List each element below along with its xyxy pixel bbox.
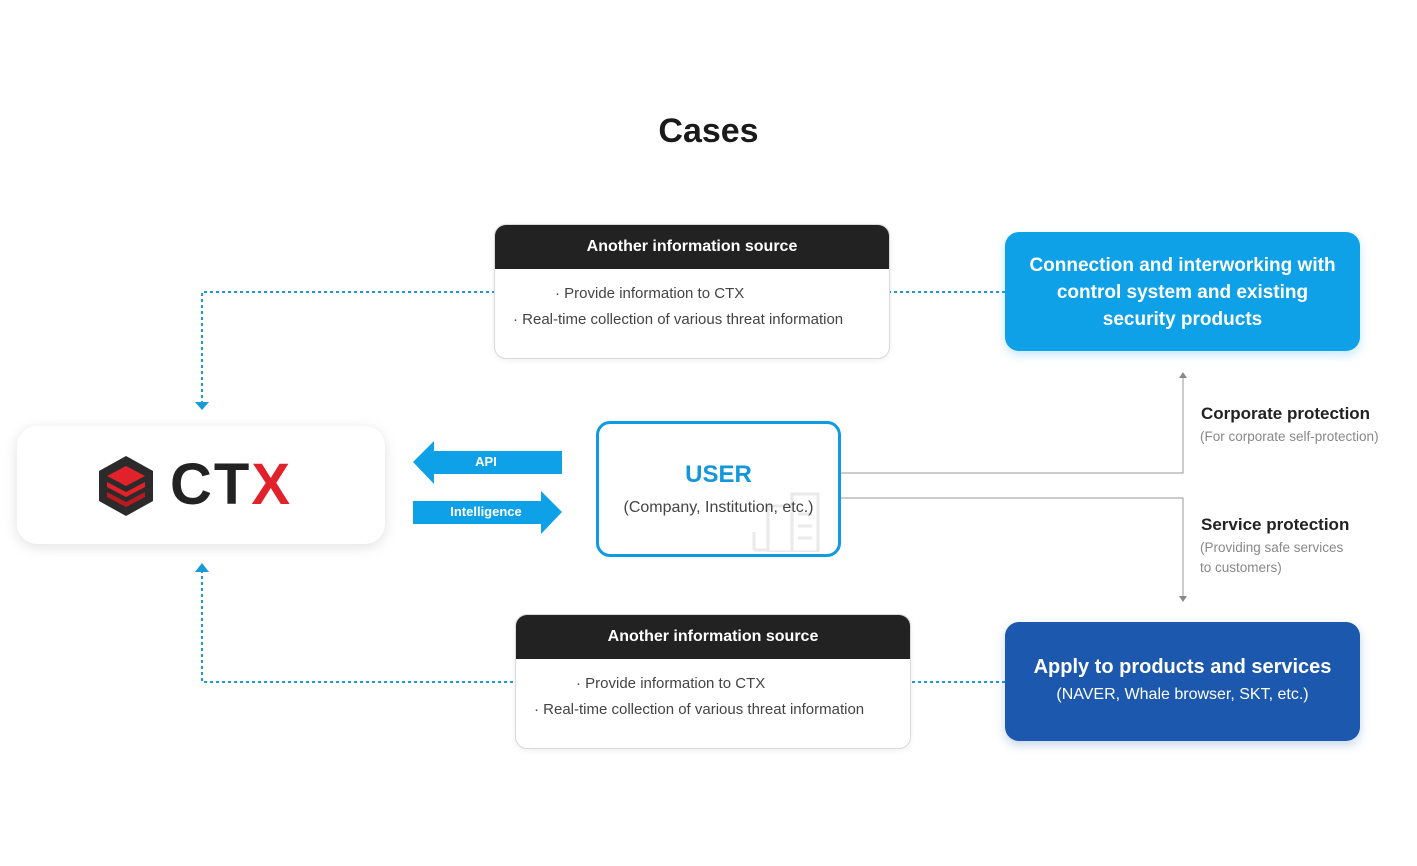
ctx-logo-text: CTX	[170, 454, 292, 516]
top-info-bullet-2: · Real-time collection of various threat…	[513, 311, 844, 328]
ctx-logo-ct: CT	[170, 452, 252, 517]
intelligence-arrow	[413, 491, 562, 534]
top-info-bullet-1: · Provide information to CTX	[555, 285, 745, 302]
top-dotted-connector	[201, 291, 1005, 402]
bottom-dotted-arrowhead	[195, 563, 209, 572]
bottom-dotted-connector	[201, 572, 1005, 683]
user-to-service-line	[838, 497, 1184, 596]
top-dotted-arrowhead	[195, 402, 209, 410]
ctx-cube-icon	[99, 456, 153, 516]
bottom-info-bullet-2: · Real-time collection of various threat…	[534, 701, 865, 718]
corporate-protection-title: Corporate protection	[1201, 404, 1371, 423]
bottom-info-source-card: Another information source · Provide inf…	[515, 614, 911, 749]
building-icon	[752, 492, 820, 552]
connection-box: Connection and interworking with control…	[1005, 232, 1360, 351]
service-protection-subtitle-2: to customers)	[1200, 560, 1282, 575]
page-title: Cases	[658, 112, 759, 150]
service-protection-subtitle-1: (Providing safe services	[1200, 540, 1344, 555]
top-info-source-card: Another information source · Provide inf…	[494, 224, 890, 359]
user-subtitle: (Company, Institution, etc.)	[623, 499, 814, 516]
corporate-arrowhead	[1179, 372, 1187, 378]
service-arrowhead	[1179, 596, 1187, 602]
user-to-corporate-line	[838, 378, 1184, 474]
api-arrow	[413, 441, 562, 484]
top-info-source-header: Another information source	[495, 225, 889, 269]
api-arrow-label: API	[475, 454, 497, 469]
bottom-info-source-header: Another information source	[516, 615, 910, 659]
apply-box-subtitle: (NAVER, Whale browser, SKT, etc.)	[1056, 686, 1309, 703]
bottom-info-bullet-1: · Provide information to CTX	[576, 675, 766, 692]
connection-box-text: Connection and interworking with control…	[1029, 255, 1336, 330]
ctx-logo-card	[17, 426, 385, 544]
apply-box-title: Apply to products and services	[1033, 656, 1332, 678]
user-title: USER	[685, 461, 752, 488]
apply-box: Apply to products and services (NAVER, W…	[1005, 622, 1360, 741]
corporate-protection-subtitle: (For corporate self-protection)	[1200, 429, 1379, 444]
intelligence-arrow-label: Intelligence	[450, 504, 522, 519]
service-protection-title: Service protection	[1201, 515, 1350, 534]
ctx-logo-x: X	[251, 452, 293, 517]
user-card	[596, 421, 841, 557]
